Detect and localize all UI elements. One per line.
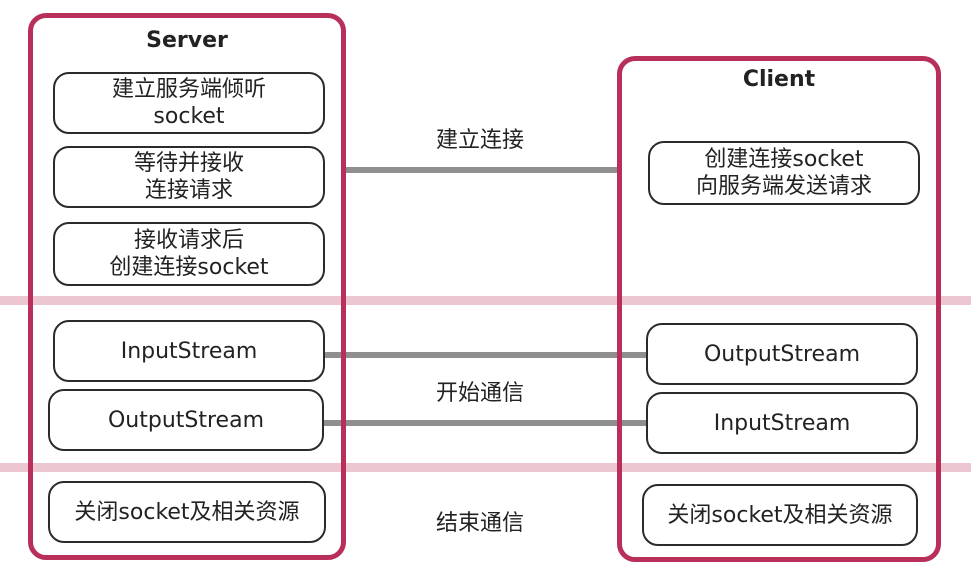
server-listen-socket-box: 建立服务端倾听 socket <box>53 72 325 134</box>
phase-separator-band-2 <box>0 463 971 472</box>
client-title: Client <box>742 67 816 92</box>
server-title: Server <box>146 28 228 53</box>
client-panel <box>617 56 941 562</box>
server-wait-request-box: 等待并接收 连接请求 <box>53 146 325 208</box>
client-create-socket-box: 创建连接socket 向服务端发送请求 <box>648 141 920 205</box>
client-inputstream-box: InputStream <box>646 392 918 454</box>
output-input-line <box>324 420 646 426</box>
server-create-socket-box: 接收请求后 创建连接socket <box>53 222 325 286</box>
connect-label: 建立连接 <box>435 128 524 153</box>
phase-separator-band-1 <box>0 296 971 305</box>
input-output-line <box>324 352 646 358</box>
server-panel <box>28 13 346 560</box>
server-close-socket-box: 关闭socket及相关资源 <box>48 481 326 543</box>
communicate-label: 开始通信 <box>435 381 524 406</box>
end-label: 结束通信 <box>435 511 524 536</box>
server-inputstream-box: InputStream <box>53 320 325 382</box>
client-outputstream-box: OutputStream <box>646 323 918 385</box>
client-close-socket-box: 关闭socket及相关资源 <box>642 484 918 546</box>
connect-line <box>344 167 620 173</box>
server-outputstream-box: OutputStream <box>48 389 324 451</box>
